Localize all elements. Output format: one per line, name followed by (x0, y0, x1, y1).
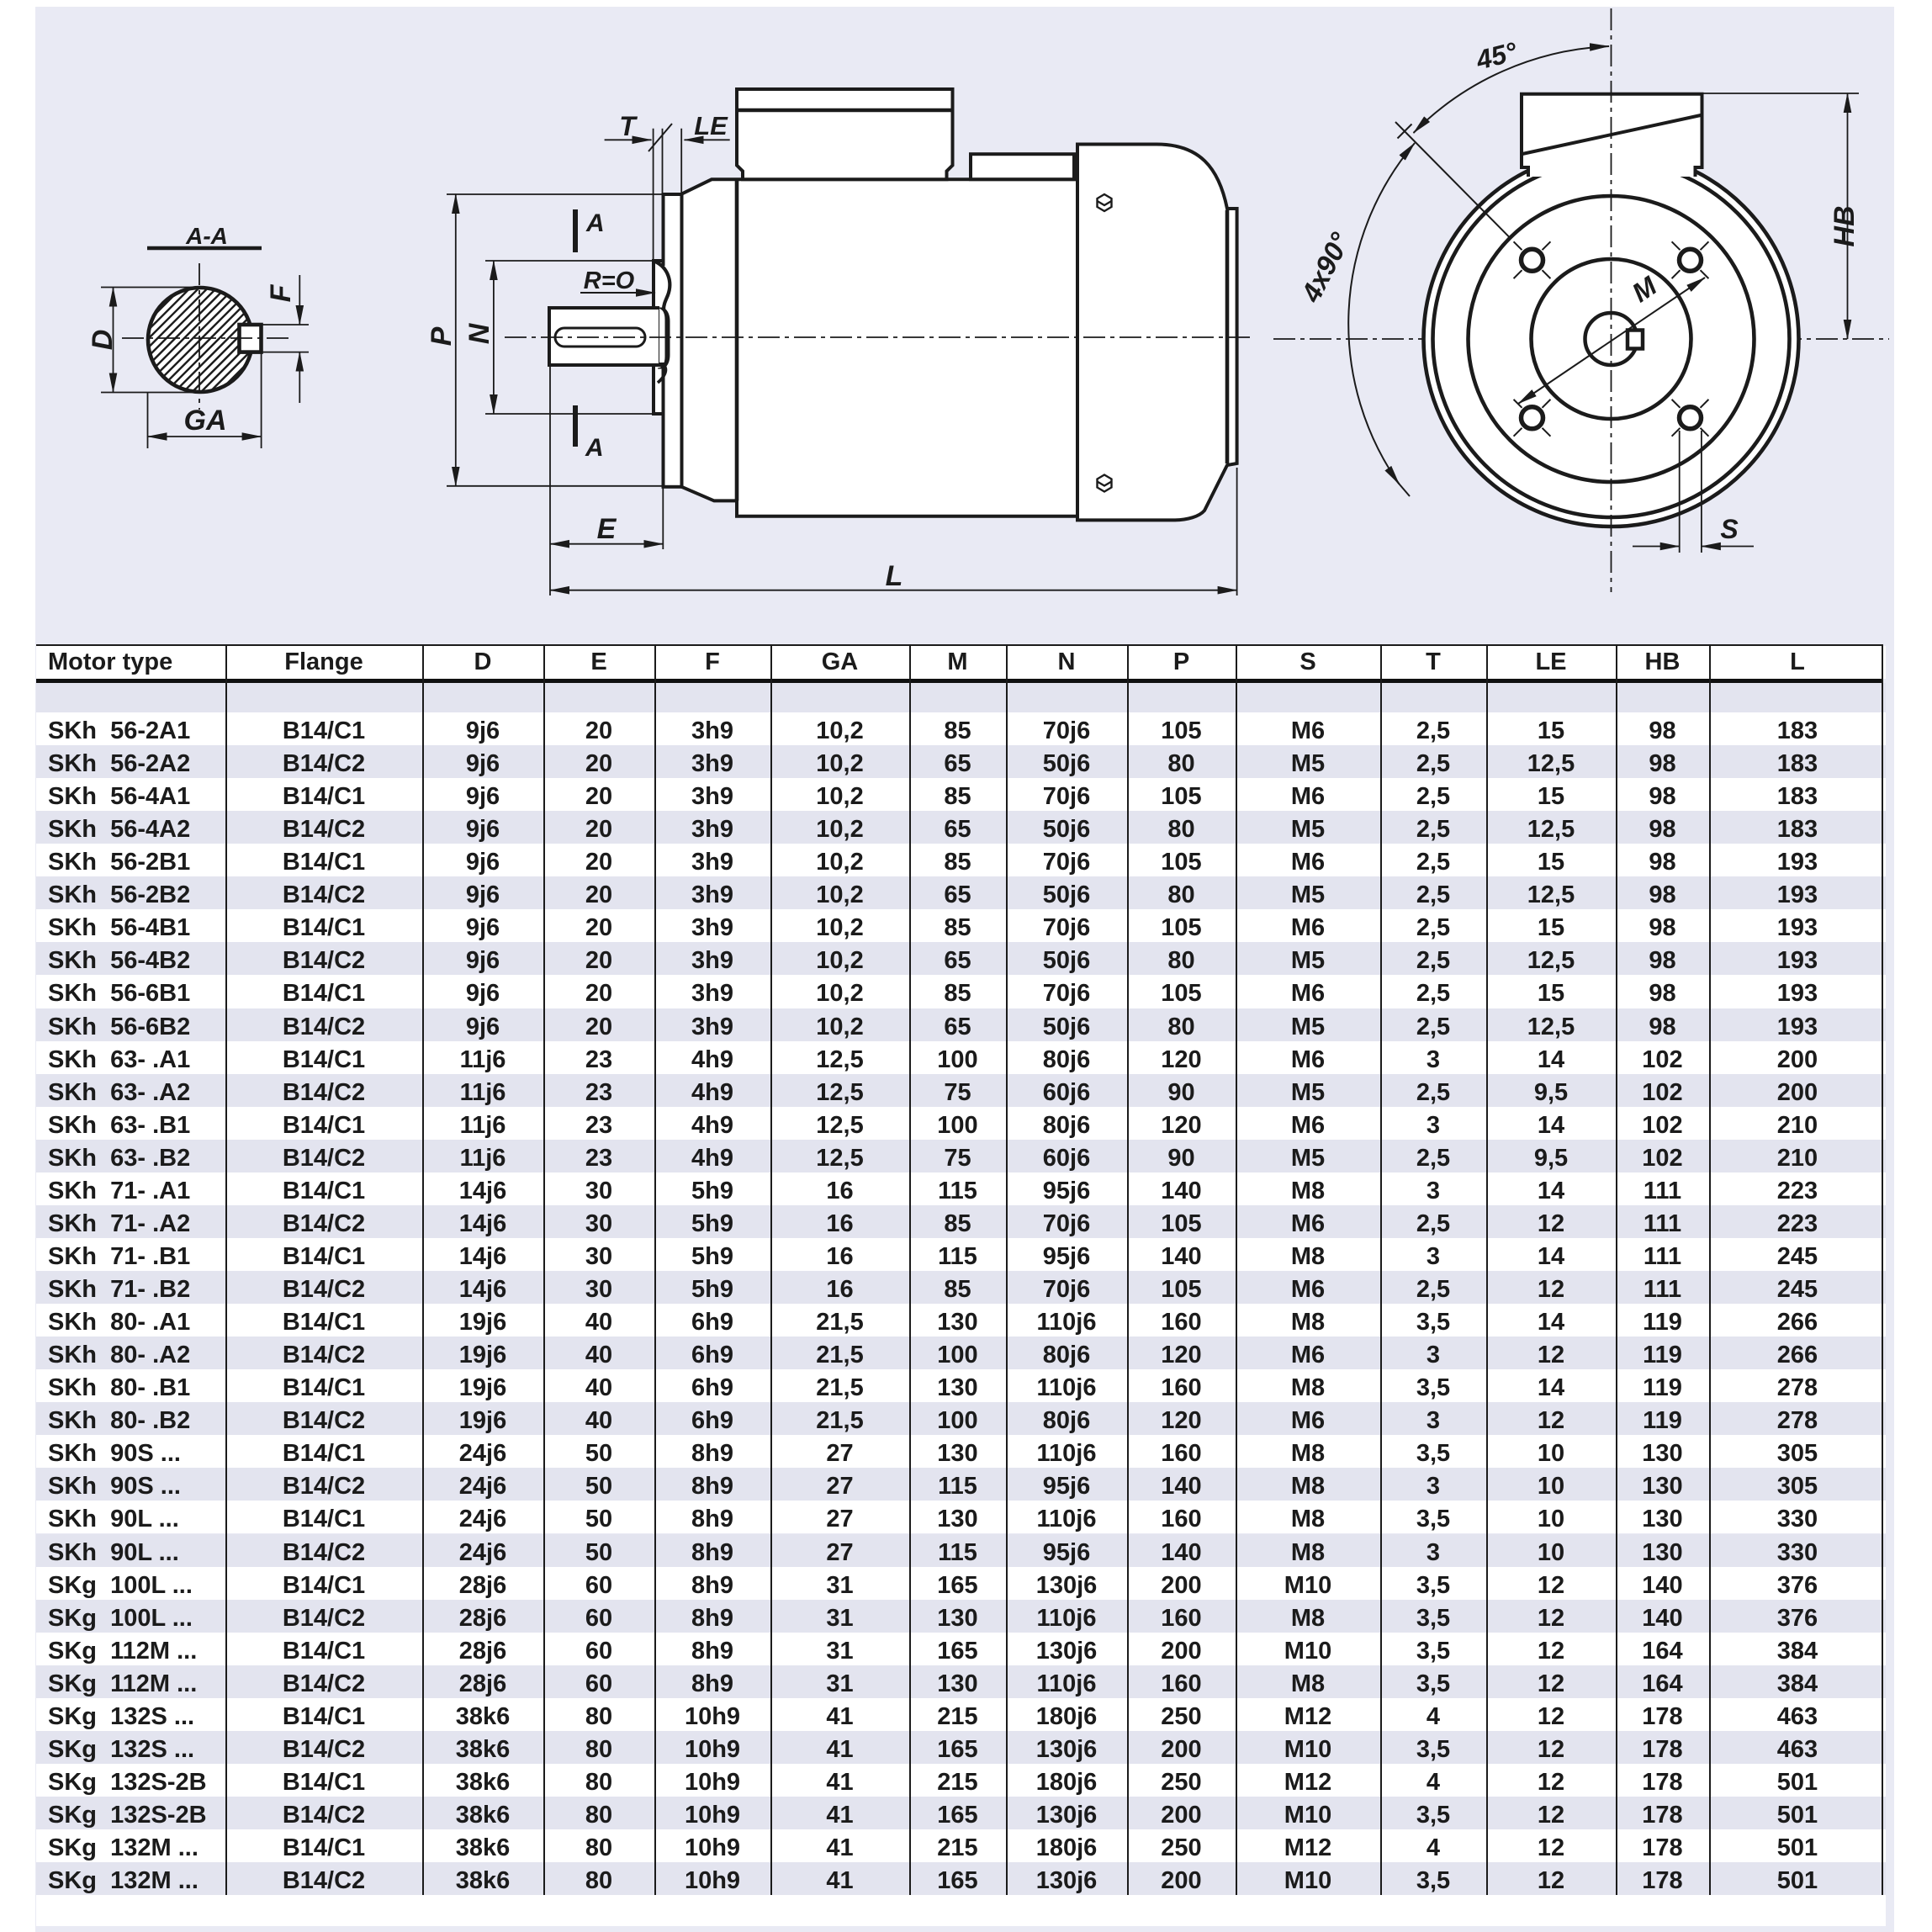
svg-text:N: N (463, 322, 495, 344)
svg-text:A-A: A-A (185, 223, 228, 249)
svg-text:A: A (585, 209, 605, 237)
svg-text:L: L (886, 560, 903, 592)
svg-text:D: D (87, 330, 119, 351)
svg-text:45°: 45° (1473, 36, 1521, 76)
svg-text:LE: LE (694, 111, 728, 140)
svg-text:T: T (619, 111, 638, 141)
svg-text:P: P (426, 326, 458, 346)
svg-text:F: F (265, 283, 297, 302)
svg-text:E: E (597, 513, 617, 545)
svg-text:A: A (585, 434, 604, 462)
svg-text:GA: GA (184, 405, 227, 437)
svg-text:S: S (1720, 514, 1739, 544)
svg-text:HB: HB (1829, 205, 1861, 246)
svg-text:4x90°: 4x90° (1294, 227, 1356, 308)
svg-text:R=O: R=O (584, 267, 635, 294)
